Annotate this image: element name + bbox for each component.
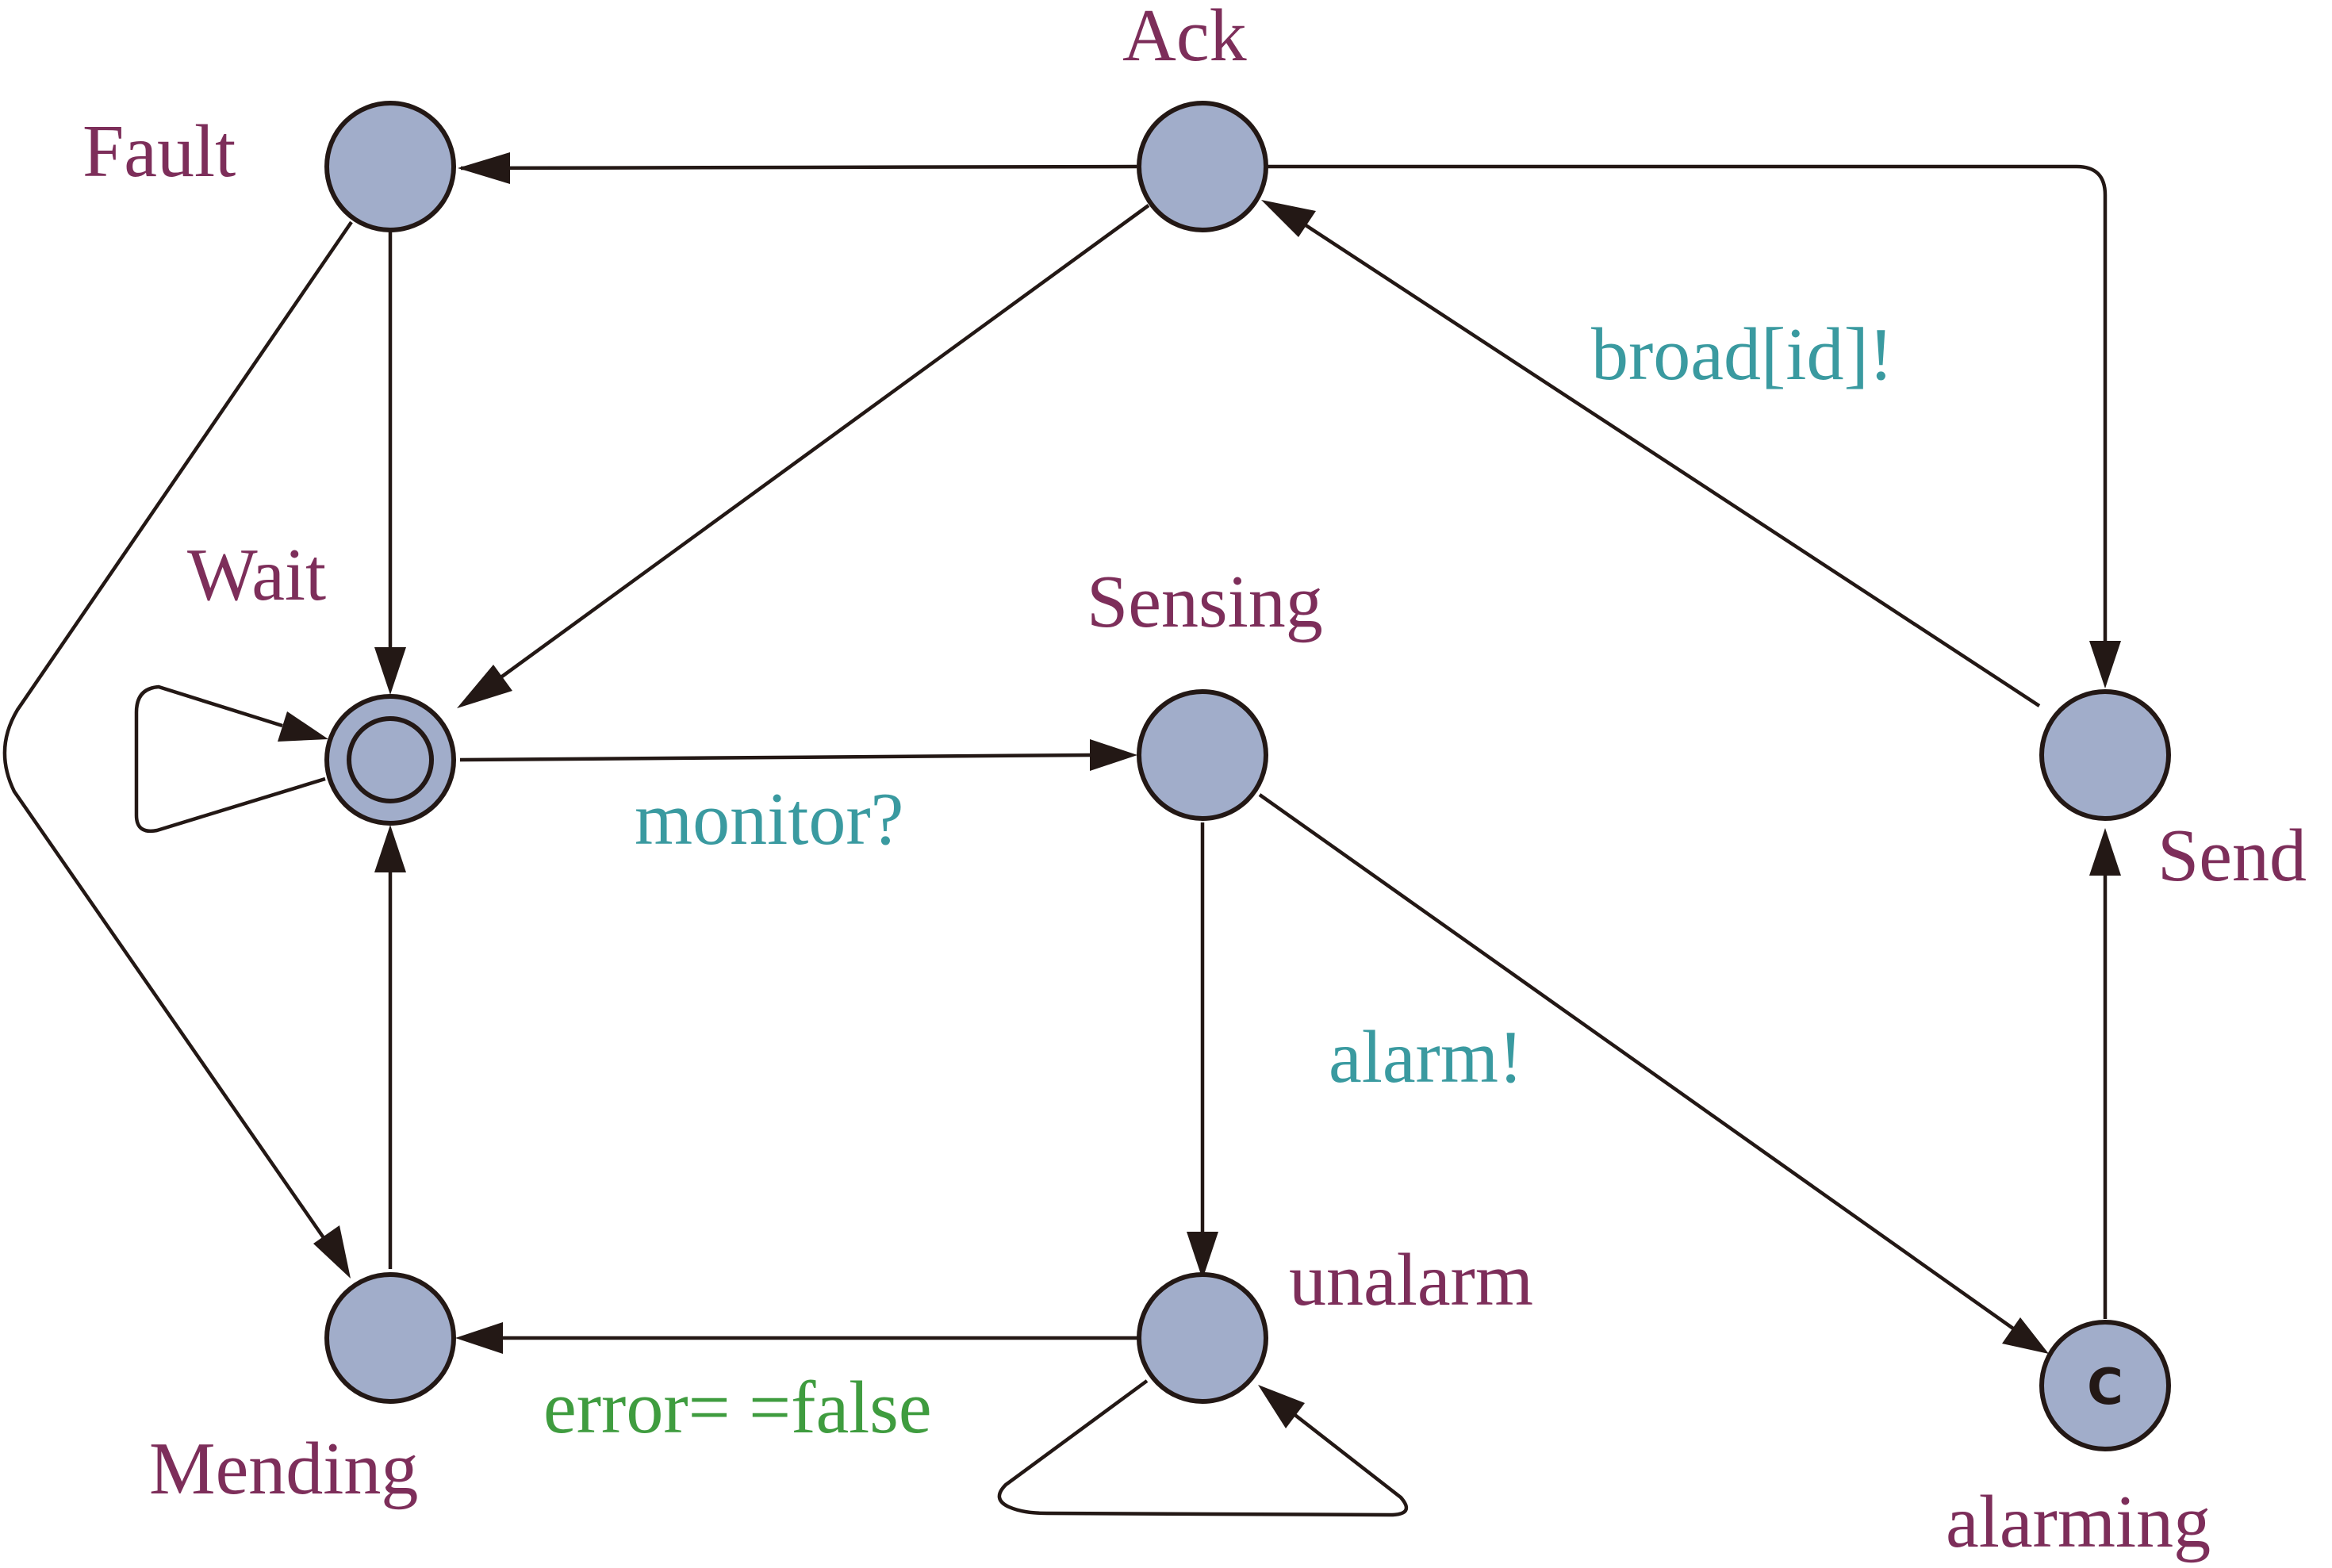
arrowhead-send-to-ack — [1261, 200, 1316, 237]
edge-wait-self-loop — [134, 684, 326, 834]
arrowhead-fault-to-mending — [313, 1225, 351, 1279]
state-mending-node[interactable] — [324, 1272, 456, 1404]
state-label-unalarm: unalarm — [1289, 1239, 1533, 1321]
state-label-fault: Fault — [82, 110, 236, 193]
state-label-ack: Ack — [1122, 0, 1247, 77]
state-wait-node[interactable] — [324, 694, 456, 826]
state-labels: Fault Ack Wait Sensing Send Mending unal… — [82, 0, 2307, 1563]
arrowhead-fault-to-wait — [374, 647, 406, 695]
arrowhead-unalarm-self-loop — [1258, 1385, 1305, 1428]
arrowhead-ack-to-fault — [458, 152, 510, 184]
edge-label-monitor: monitor? — [635, 778, 903, 861]
state-label-mending: Mending — [149, 1428, 418, 1510]
arrowhead-ack-to-send — [2089, 641, 2121, 688]
committed-mark: C — [2087, 1358, 2123, 1416]
state-label-send: Send — [2157, 815, 2307, 897]
arrowhead-mending-to-wait — [374, 825, 406, 872]
state-fault-node[interactable] — [324, 101, 456, 232]
edges — [2, 152, 2121, 1517]
edge-wait-to-sensing — [459, 753, 1094, 762]
edge-ack-to-send — [1268, 164, 2108, 641]
arrowhead-sensing-to-alarming — [2002, 1317, 2049, 1354]
edge-label-guard: error= =false — [543, 1367, 932, 1449]
arrowhead-ack-to-wait — [457, 665, 512, 708]
edge-label-broadcast: broad[id]! — [1591, 313, 1893, 396]
state-send-node[interactable] — [2039, 689, 2171, 821]
edge-unalarm-self-loop — [997, 1379, 1409, 1517]
state-unalarm-node[interactable] — [1137, 1272, 1268, 1404]
arrowhead-unalarm-to-mending — [455, 1322, 503, 1354]
state-alarming-node[interactable] — [2039, 1320, 2171, 1451]
state-label-wait: Wait — [187, 534, 326, 616]
state-label-sensing: Sensing — [1087, 561, 1323, 643]
edge-send-to-ack — [1299, 220, 2041, 707]
edge-labels: broad[id]! monitor? alarm! error= =false — [543, 313, 1893, 1449]
arrowhead-wait-to-sensing — [1090, 739, 1137, 771]
edge-label-alarm: alarm! — [1329, 1016, 1523, 1098]
arrowhead-sensing-to-unalarm — [1187, 1232, 1218, 1279]
arrowhead-wait-self-loop — [278, 711, 328, 742]
state-ack-node[interactable] — [1137, 101, 1268, 232]
arrowhead-alarming-to-send — [2089, 828, 2121, 876]
initial-state-marker — [347, 716, 434, 803]
edge-ack-to-wait — [486, 204, 1150, 688]
edge-ack-to-fault — [460, 164, 1137, 171]
states: C — [324, 101, 2171, 1451]
state-sensing-node[interactable] — [1137, 689, 1268, 821]
state-label-alarming: alarming — [1946, 1481, 2211, 1563]
edge-fault-to-mending — [2, 220, 353, 1253]
edge-sensing-to-alarming — [1258, 793, 2015, 1330]
